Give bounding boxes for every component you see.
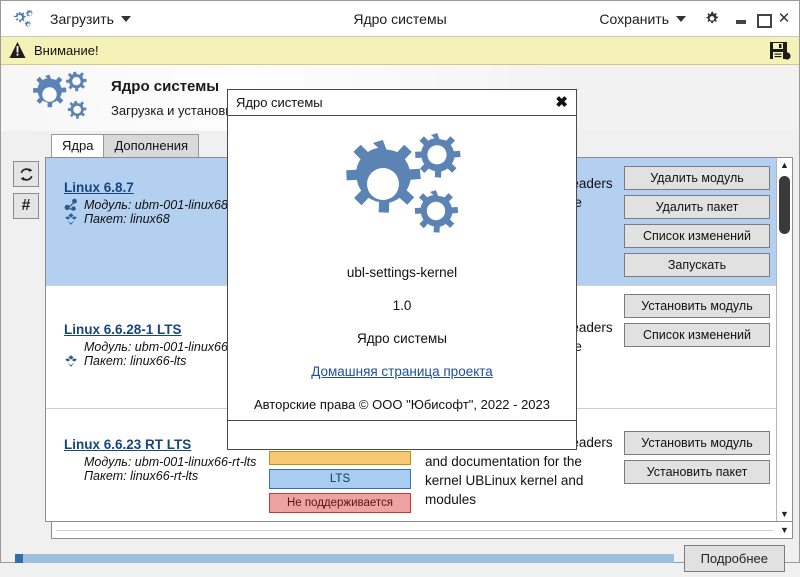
network-share-icon: [64, 198, 78, 212]
vertical-scrollbar[interactable]: ▲ ▼: [776, 158, 792, 521]
warning-bar: Внимание!: [1, 37, 799, 65]
warning-text: Внимание!: [34, 43, 99, 58]
dialog-app-name: ubl-settings-kernel: [346, 265, 458, 280]
side-toolbar: #: [7, 157, 45, 522]
close-icon[interactable]: ✕: [777, 9, 791, 27]
remove-package-button[interactable]: Удалить пакет: [624, 195, 770, 219]
kernel-actions: Удалить модуль Удалить пакет Список изме…: [624, 158, 776, 285]
dialog-body: ubl-settings-kernel 1.0 Ядро системы Дом…: [228, 116, 576, 421]
title-bar-left: Загрузить: [9, 8, 136, 30]
load-menu-button[interactable]: Загрузить: [45, 8, 136, 30]
horizontal-scrollbar[interactable]: ▼: [51, 522, 793, 539]
kernel-module-line: Модуль: ubm-001-linux66-rt-lts: [64, 455, 257, 469]
status-badge: LTS: [269, 469, 411, 489]
dialog-title-bar: Ядро системы ✖: [228, 90, 576, 116]
kernel-package-label: Пакет: linux68: [84, 212, 170, 226]
settings-gear-icon[interactable]: [703, 10, 721, 28]
progress-bar: [15, 553, 674, 563]
kernel-actions: Установить модуль Установить пакет: [624, 409, 776, 521]
tab-kernels[interactable]: Ядра: [51, 134, 105, 157]
remove-module-button[interactable]: Удалить модуль: [624, 166, 770, 190]
kernel-title-link[interactable]: Linux 6.8.7: [64, 180, 134, 195]
kernel-title-link[interactable]: Linux 6.6.23 RT LTS: [64, 437, 192, 452]
status-badge: [269, 451, 411, 465]
kernel-title-link[interactable]: Linux 6.6.28-1 LTS: [64, 322, 182, 337]
bottom-bar: Подробнее: [7, 539, 793, 577]
kernel-module-line: Модуль: ubm-001-linux66-lts: [64, 340, 255, 354]
dialog-footer: [228, 421, 576, 449]
kernel-info: Linux 6.8.7 Модуль: ubm-001-linux68: [46, 158, 261, 285]
hscroll-track[interactable]: [56, 529, 773, 531]
kernel-package-line: Пакет: linux68: [64, 212, 255, 226]
dialog-copyright: Авторские права © ООО "Юбисофт", 2022 - …: [253, 397, 551, 412]
floppy-save-icon[interactable]: [769, 40, 791, 62]
horizontal-scrollbar-wrap: ▼: [7, 522, 793, 539]
package-box-icon: [64, 354, 78, 368]
save-menu-label: Сохранить: [599, 10, 669, 27]
kernel-package-line: Пакет: linux66-rt-lts: [64, 469, 255, 483]
changelog-button[interactable]: Список изменений: [624, 323, 770, 347]
hscroll-right-button[interactable]: ▼: [780, 525, 789, 535]
install-module-button[interactable]: Установить модуль: [624, 431, 770, 455]
hash-icon: #: [21, 197, 31, 214]
kernel-module-label: Модуль: ubm-001-linux68: [84, 198, 228, 212]
install-package-button[interactable]: Установить пакет: [624, 460, 770, 484]
banner-title: Ядро системы: [111, 78, 220, 95]
kernel-package-label: Пакет: linux66-rt-lts: [84, 469, 199, 483]
install-module-button[interactable]: Установить модуль: [624, 294, 770, 318]
dialog-description: Ядро системы: [357, 331, 447, 346]
title-bar-right: Сохранить ✕: [594, 8, 791, 30]
kernel-package-label: Пакет: linux66-lts: [84, 354, 187, 368]
dialog-title: Ядро системы: [236, 95, 323, 110]
package-box-icon: [64, 212, 78, 226]
kernel-module-label: Модуль: ubm-001-linux66-rt-lts: [84, 455, 257, 469]
status-badge: Не поддерживается: [269, 493, 411, 513]
tab-extensions-label: Дополнения: [114, 138, 189, 153]
tab-extensions[interactable]: Дополнения: [103, 134, 200, 157]
about-dialog: Ядро системы ✖ ubl-settings-kernel 1.0: [227, 89, 577, 450]
run-button[interactable]: Запускать: [624, 253, 770, 277]
hash-button[interactable]: #: [13, 193, 39, 219]
progress-fill: [15, 553, 23, 563]
load-menu-label: Загрузить: [50, 10, 114, 27]
kernel-info: Linux 6.6.28-1 LTS Модуль: ubm-001-linux…: [46, 286, 261, 408]
save-menu-button[interactable]: Сохранить: [594, 8, 691, 30]
dialog-homepage-link[interactable]: Домашняя страница проекта: [311, 364, 493, 379]
chevron-down-icon: [676, 15, 686, 22]
changelog-button[interactable]: Список изменений: [624, 224, 770, 248]
refresh-icon: [19, 167, 33, 181]
kernel-actions: Установить модуль Список изменений: [624, 286, 776, 408]
scroll-up-button[interactable]: ▲: [780, 160, 789, 170]
scroll-thumb[interactable]: [779, 176, 790, 234]
kernel-module-label: Модуль: ubm-001-linux66-lts: [84, 340, 245, 354]
chevron-down-icon: [120, 15, 131, 22]
gears-logo: [326, 130, 478, 255]
details-button[interactable]: Подробнее: [683, 544, 785, 572]
kernel-badges: LTS Не поддерживается: [261, 409, 419, 521]
dialog-close-icon[interactable]: ✖: [555, 94, 568, 111]
dialog-version: 1.0: [392, 298, 412, 313]
tab-bar: Ядра Дополнения: [7, 131, 793, 157]
kernel-info: Linux 6.6.23 RT LTS Модуль: ubm-001-linu…: [46, 409, 261, 521]
window-controls: ✕: [735, 9, 791, 28]
warning-icon: [9, 42, 26, 59]
kernel-package-line: Пакет: linux66-lts: [64, 354, 255, 368]
refresh-button[interactable]: [13, 161, 39, 187]
title-bar: Загрузить Ядро системы Сохранить ✕: [1, 1, 799, 37]
tab-kernels-label: Ядра: [62, 138, 94, 153]
kernel-module-line: Модуль: ubm-001-linux68: [64, 198, 255, 212]
gears-logo: [21, 70, 93, 126]
gears-icon: [9, 8, 35, 30]
maximize-icon[interactable]: [756, 12, 772, 28]
scroll-track[interactable]: [777, 172, 792, 507]
scroll-down-button[interactable]: ▼: [780, 509, 789, 519]
minimize-icon[interactable]: [735, 12, 749, 26]
